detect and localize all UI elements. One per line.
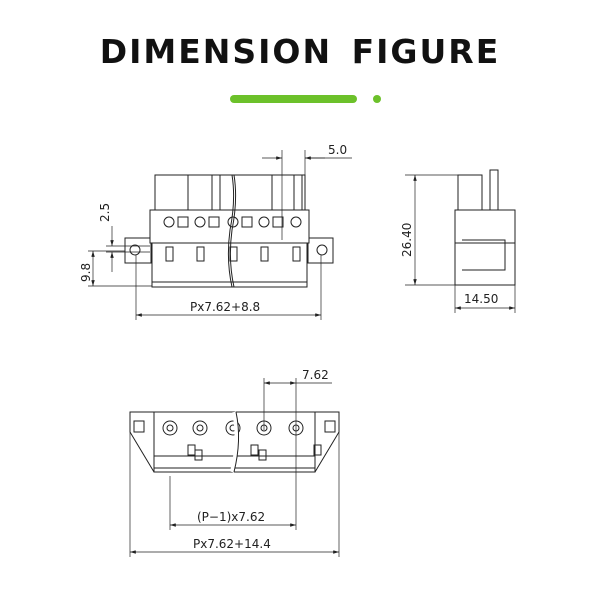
wire-entry (272, 216, 284, 228)
dim-pitch-top: 5.0 (328, 143, 347, 157)
screw-inner-icon (196, 424, 204, 432)
screw-icon (194, 216, 206, 228)
screw-icon (163, 216, 175, 228)
screw-outer-icon (162, 420, 178, 436)
screw-outer-icon (225, 420, 241, 436)
side-view: 26.40 14.50 (400, 169, 516, 313)
latch (313, 444, 322, 456)
wire-entry (177, 216, 189, 228)
dim-width-front: Px7.62+8.8 (190, 300, 260, 314)
latch (250, 444, 259, 456)
screw-icon (290, 216, 302, 228)
screw-inner-icon (166, 424, 174, 432)
dim-width-bottom: Px7.62+14.4 (193, 537, 271, 551)
wire-entry (208, 216, 220, 228)
slot (165, 246, 174, 262)
accent-dot (373, 95, 381, 103)
latch (258, 449, 267, 461)
wire-entry (241, 216, 253, 228)
dim-height-front: 9.8 (79, 263, 93, 282)
screw-icon (258, 216, 270, 228)
page-title: DIMENSION FIGURE (99, 32, 501, 71)
latch (194, 449, 203, 461)
dim-offset-small: 2.5 (98, 203, 112, 222)
dim-width-side: 14.50 (464, 292, 498, 306)
bottom-view: 7.62 (P−1)x7.62 Px7.62+14.4 (129, 368, 340, 557)
slot (292, 246, 301, 262)
dim-height-side: 26.40 (400, 223, 414, 257)
front-view: 5.0 2.5 9.8 Px7.62+8.8 (79, 143, 352, 320)
screw-outer-icon (192, 420, 208, 436)
slot (196, 246, 205, 262)
slot (260, 246, 269, 262)
accent-bar (230, 95, 357, 103)
dim-pin-span: (P−1)x7.62 (197, 510, 265, 524)
dim-pitch-bottom: 7.62 (302, 368, 329, 382)
